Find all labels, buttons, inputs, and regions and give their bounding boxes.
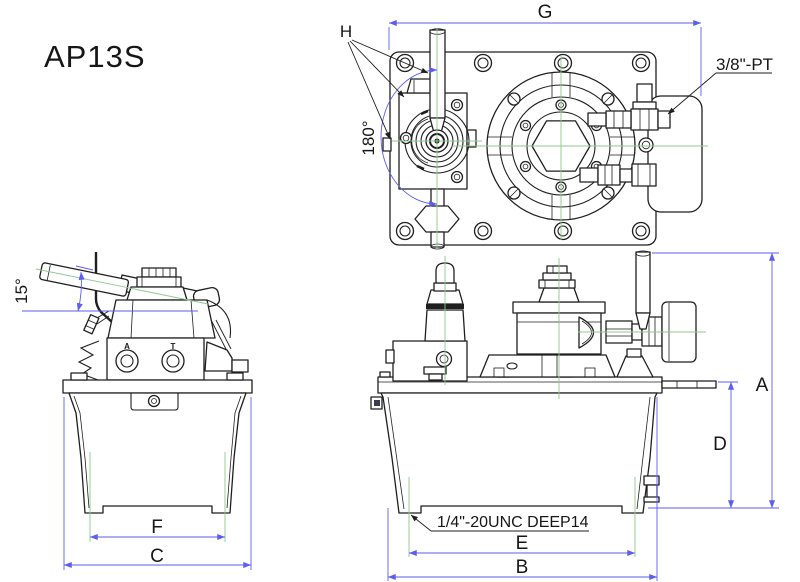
model-title: AP13S — [44, 39, 146, 74]
front-view: A T 15° F — [12, 252, 253, 570]
air-inlet-fittings — [579, 83, 671, 187]
regulator-assembly — [605, 250, 697, 363]
side-port — [466, 129, 477, 148]
handle-link-rod — [94, 252, 113, 323]
outlet-cone — [578, 316, 595, 349]
swing-arc — [380, 66, 438, 208]
pump-cap — [136, 267, 182, 288]
port-callout: 3/8"-PT — [667, 55, 773, 115]
dim-f: F — [89, 517, 226, 541]
plate-bolt-holes — [395, 53, 651, 241]
mounting-bracket — [661, 380, 717, 389]
dim-a: A — [648, 252, 779, 509]
dim-c-label: C — [150, 546, 164, 567]
dim-a-label: A — [756, 375, 769, 396]
dim-b-label: B — [516, 557, 529, 578]
motor-pedestal — [479, 348, 654, 378]
port-a: A — [115, 342, 139, 373]
dim-c: C — [63, 397, 252, 570]
tank-body — [68, 392, 247, 514]
port-t-label: T — [171, 342, 176, 351]
lever-rod-side — [635, 251, 651, 314]
h-callout: H — [340, 22, 429, 140]
side-tab — [382, 137, 392, 152]
reservoir-side — [370, 371, 717, 514]
dim-e-label: E — [516, 533, 529, 554]
air-valve-side — [385, 262, 468, 382]
flange-plate — [62, 379, 253, 394]
thread-callout: 1/4"-20UNC DEEP14 — [410, 514, 589, 532]
port-t: T — [161, 342, 185, 373]
dim-e: E — [408, 533, 636, 557]
pump-housing — [107, 299, 232, 339]
reservoir-front — [62, 372, 253, 514]
dim-15deg: 15° — [12, 265, 198, 312]
callout-h-label: H — [340, 22, 352, 41]
left-bracket — [77, 310, 110, 381]
port-size-label: 3/8"-PT — [716, 55, 773, 74]
right-bracket — [204, 319, 249, 373]
dim-f-label: F — [151, 517, 163, 538]
port-a-label: A — [124, 342, 130, 351]
valve-markings — [416, 109, 429, 171]
thread-note-label: 1/4"-20UNC DEEP14 — [437, 514, 589, 531]
dim-d-label: D — [713, 434, 727, 455]
swing-angle-label: 180° — [359, 120, 378, 155]
front-view-centerlines — [35, 268, 226, 542]
dim-b: B — [387, 397, 658, 581]
cover-screws — [507, 92, 615, 200]
dim-g: G — [388, 2, 702, 96]
dim-d: D — [713, 381, 738, 509]
side-view: A D E B 1/4"-20UNC DEEP14 — [370, 250, 779, 581]
top-view: 180° H 3/8"-PT G — [340, 2, 773, 250]
dim-g-label: G — [538, 2, 553, 23]
tank-body-side — [380, 392, 658, 514]
motor-spokes — [488, 73, 634, 219]
side-view-centerlines — [408, 256, 706, 557]
handle-angle-label: 15° — [12, 278, 31, 304]
